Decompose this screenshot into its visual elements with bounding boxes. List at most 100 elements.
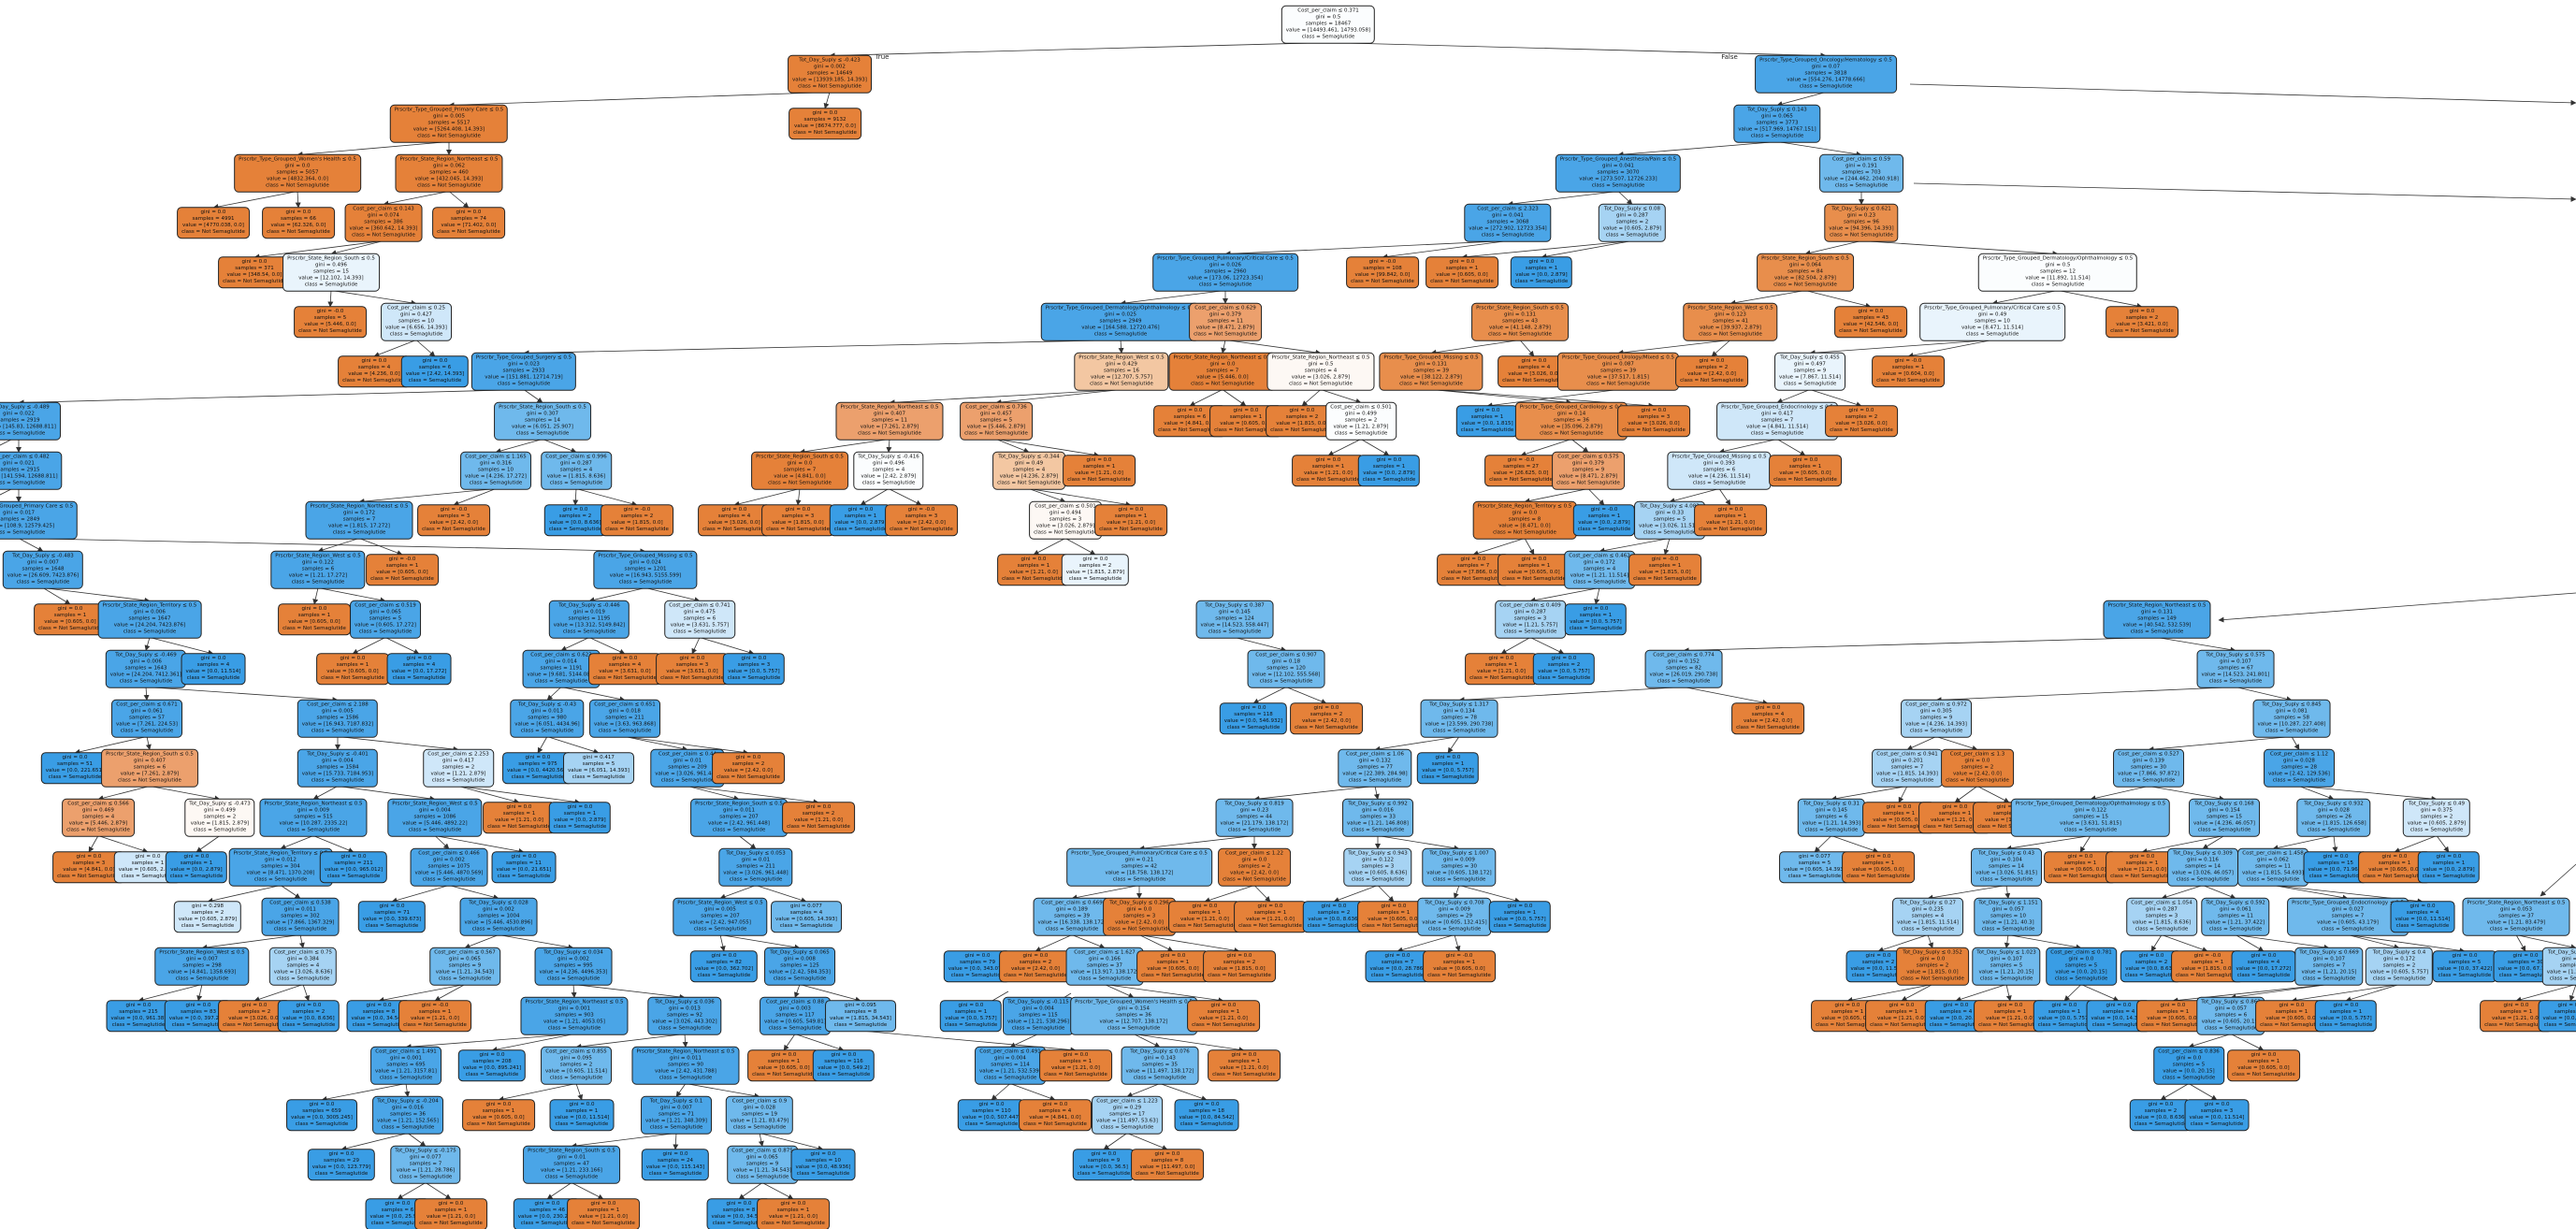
tree-edge bbox=[1617, 191, 1633, 205]
tree-edge bbox=[425, 1182, 452, 1200]
tree-edge bbox=[373, 340, 417, 357]
tree-edge bbox=[738, 1182, 763, 1200]
tree-edge bbox=[2291, 984, 2400, 1004]
tree-edge bbox=[1804, 240, 1862, 256]
tree-edge bbox=[1327, 439, 1362, 456]
tree-edge bbox=[523, 340, 1122, 356]
tree-edge bbox=[1776, 92, 1827, 107]
tree-edge bbox=[1831, 835, 1879, 854]
tree-edge bbox=[995, 389, 1122, 405]
tree-edge bbox=[1594, 587, 1600, 605]
tree-edge bbox=[253, 984, 304, 1003]
tree-edge bbox=[2161, 885, 2204, 900]
tree-edge bbox=[18, 538, 646, 555]
tree-edge bbox=[1669, 488, 1720, 503]
tree-edge bbox=[575, 488, 638, 507]
tree-edge bbox=[1529, 637, 1565, 655]
tree-edge bbox=[1524, 538, 1535, 556]
tree-edge bbox=[886, 439, 892, 453]
tree-edge bbox=[137, 984, 203, 1003]
tree-edge bbox=[1138, 934, 1240, 954]
tree-edge bbox=[1035, 934, 1073, 952]
tree-edge bbox=[337, 736, 459, 752]
tree-edge bbox=[298, 934, 305, 948]
tree-edge bbox=[1320, 389, 1362, 404]
tree-edge bbox=[575, 1034, 686, 1049]
tree-edge bbox=[378, 984, 466, 1003]
tree-edge bbox=[404, 1083, 411, 1097]
tree-edge bbox=[2515, 984, 2576, 1003]
tree-edge bbox=[18, 538, 44, 552]
tree-edge bbox=[457, 786, 581, 805]
tree-edge bbox=[1913, 182, 2576, 202]
tree-edge bbox=[682, 1034, 688, 1048]
tree-edge bbox=[1718, 439, 1778, 455]
tree-edge bbox=[1776, 141, 1862, 157]
tree-edge bbox=[719, 934, 726, 952]
tree-edge bbox=[823, 92, 831, 109]
tree-edge bbox=[1599, 538, 1671, 554]
tree-edge bbox=[337, 786, 436, 802]
tree-edge bbox=[687, 786, 819, 805]
tree-edge bbox=[1587, 488, 1605, 506]
tree-edge bbox=[2272, 885, 2349, 901]
tree-edge bbox=[572, 984, 686, 1000]
tree-edge bbox=[2235, 934, 2330, 950]
tree-edge bbox=[1718, 488, 1731, 506]
tree-edge bbox=[1711, 340, 1731, 357]
tree-edge bbox=[1377, 885, 1395, 903]
tree-edge bbox=[1397, 934, 1455, 953]
tree-edge bbox=[1860, 240, 2059, 257]
tree-edge bbox=[145, 687, 339, 703]
